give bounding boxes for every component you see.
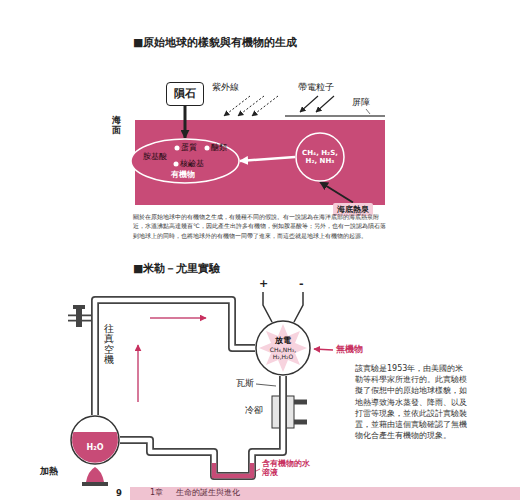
node-text: 胺基酸 [143,152,167,161]
particle-arrow [316,96,334,112]
organic-ellipse: 蛋質 醣類胺基酸核鹼基有機物 [130,138,240,184]
gas-arrow [240,157,295,161]
flask-water [72,432,118,463]
node-text: 放電 [275,336,291,346]
barrier-line [285,115,385,117]
meteor-box: 隕石 [166,82,204,105]
leader-line [256,469,260,471]
gas-label: 瓦斯 [236,378,254,388]
node-shape [71,416,119,464]
page-number: 9 [116,488,122,498]
chapter-title: 生命的誕生與進化 [176,488,240,498]
node-text: CH₄, H₂S, H₂, NH₃ [300,149,340,166]
node-text: 核鹼基 [180,159,204,168]
tube-wall [120,376,283,476]
vent-arrow [320,182,353,203]
solution-label: 含有機物的水溶液 [262,459,310,478]
uv-arrow [238,96,264,116]
organic-solution [214,463,252,476]
valve-symbol [76,309,82,327]
node-shape [131,139,239,183]
barrier-label: 屏障 [352,97,370,107]
cooling-pipe [294,420,307,425]
leader-line [366,109,370,114]
molecule-dot [175,146,180,151]
node-text: 蛋質 [181,143,197,152]
diagram-title: ■原始地球的樣貌與有機物的生成 [133,36,297,49]
molecule-dot [205,146,210,151]
meteor-arrow [185,106,186,138]
particle-label: 帶電粒子 [298,82,334,92]
tube-bore [95,300,255,415]
connector-line [95,300,255,415]
cooling-label: 冷卻 [245,405,263,415]
burner [82,482,108,486]
vacuum-label: 往真空機 [104,324,114,366]
tube-wall [95,300,255,415]
node-text: H₂O [87,443,104,453]
gas-circle: CH₄, H₂S, H₂, NH₃ [295,132,345,182]
node-outline [70,415,120,465]
particle-arrow [300,96,318,112]
connector-line [120,376,283,476]
connector-line [240,157,295,161]
glass-tube [95,300,255,415]
input-arrow [314,349,333,350]
node-text: 有機物 [171,170,195,180]
flow-arrow [150,317,206,319]
connector-line [184,106,187,138]
node-text: CH₄,NH₃, H₂,H₂O [262,346,304,360]
node-shape [256,321,310,375]
node-shape [296,133,344,181]
footer-band [130,487,520,500]
node-text: 海底熱泉 [337,205,369,214]
sea-label: 海面 [112,116,121,136]
electrode-sign: + [259,277,268,290]
valve-symbol [73,305,85,309]
body-text: 該實驗是1953年，由美國的米勒等科學家所進行的。此實驗模擬了假想中的原始地球樣… [355,363,471,441]
electrode-wire [263,292,272,322]
chapter-label: 1章 [150,488,163,498]
body-text: 關於在原始地球中的有機物之生成，有幾種不同的假說。有一說認為在海洋底部的海底熱泉… [133,212,387,240]
flame [86,467,104,482]
node-text: 隕石 [174,87,196,100]
heat-label: 加熱 [40,466,58,477]
uv-label: 紫外線 [212,82,239,92]
electrode-wire [294,292,303,322]
connector-line [320,182,353,203]
molecule-dot [174,162,179,167]
node-text: 醣類 [211,143,227,152]
spark-burst [259,324,307,372]
flask: H₂O [70,415,120,465]
cooling-pipe [294,400,307,405]
tube-bore [120,376,283,476]
glass-tube [120,376,283,476]
flow-arrow [137,345,139,402]
spark-chamber: 放電CH₄,NH₃, H₂,H₂O [255,320,311,376]
electrode-sign: - [299,277,304,290]
leader-line [256,384,276,386]
inorganic-label: 無機物 [336,344,363,354]
uv-arrow [224,96,250,116]
uv-arrow [252,96,278,116]
section-heading: ■米勒－尤里實驗 [133,262,220,275]
